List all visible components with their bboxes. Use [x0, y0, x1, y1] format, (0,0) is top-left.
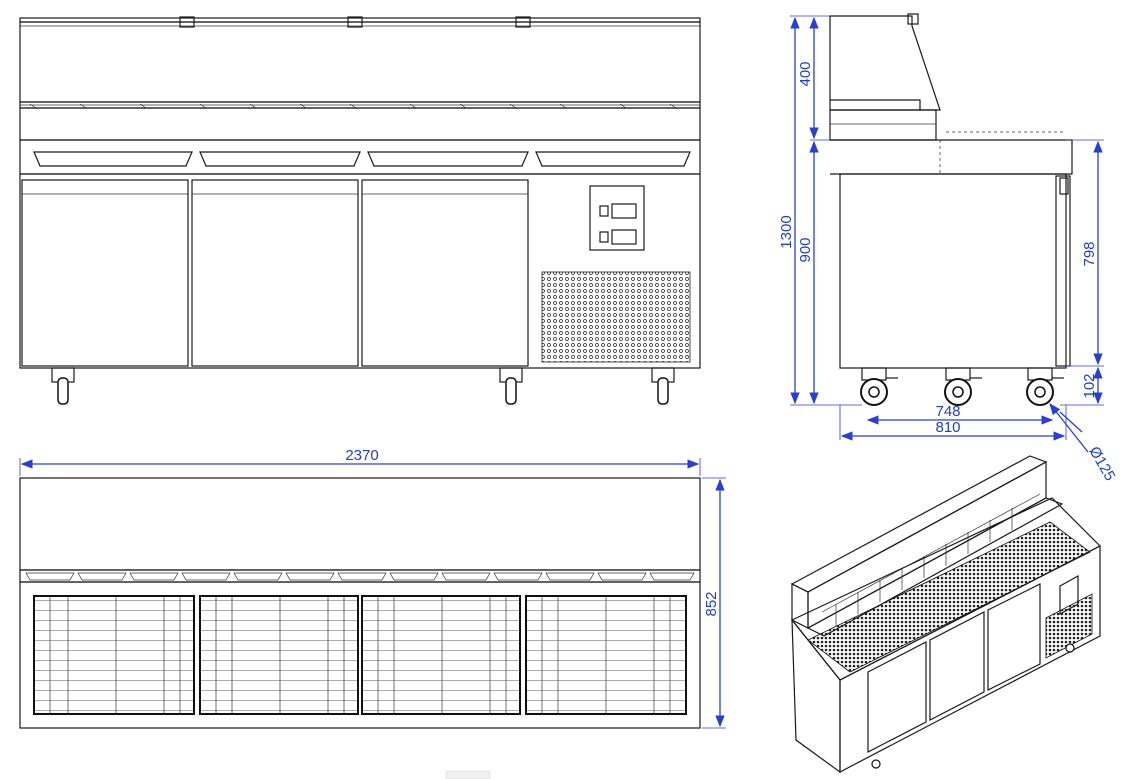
pan-rail [20, 103, 700, 109]
isometric-view [790, 455, 1102, 774]
dim-line-wheel [1049, 403, 1089, 453]
plan-dimensions: 2370 852 [19, 447, 726, 729]
side-castors [860, 367, 1064, 406]
dim-1300-label: 1300 [778, 215, 795, 248]
control-panel [589, 185, 645, 251]
plan-grids [33, 595, 687, 715]
dim-2370-label: 2370 [345, 447, 378, 464]
dim-852-label: 852 [703, 591, 720, 616]
dim-102-label: 102 [1081, 373, 1098, 398]
iso-pan-grid [807, 521, 1091, 673]
front-doors [21, 179, 529, 367]
dim-810-label: 810 [935, 419, 960, 436]
front-castors [51, 367, 675, 405]
plan-pans [25, 572, 695, 581]
dim-400-label: 400 [797, 61, 814, 86]
dim-798-label: 798 [1081, 241, 1098, 266]
bottom-mark [445, 770, 491, 779]
front-view [19, 16, 701, 405]
front-pans [33, 151, 691, 167]
dim-748-label: 748 [935, 403, 960, 420]
side-dimensions: 1300 400 900 798 102 748 810 Ø125 [778, 15, 1118, 484]
canopy-hinges [179, 16, 531, 28]
dim-wheel-diameter-label: Ø125 [1085, 444, 1118, 484]
plan-view [19, 477, 701, 729]
front-vent-grille [541, 271, 691, 363]
side-view [829, 13, 1073, 406]
dim-900-label: 900 [797, 237, 814, 262]
